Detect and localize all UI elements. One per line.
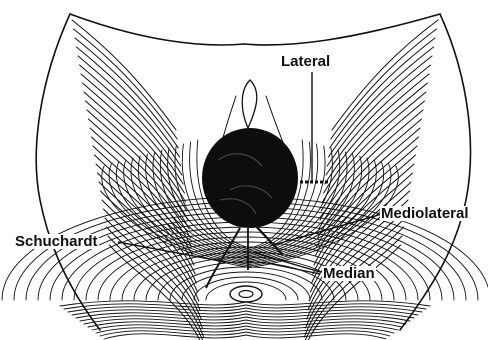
label-lateral: Lateral [280, 54, 331, 69]
anus [230, 286, 262, 302]
clitoral-hood [242, 80, 257, 128]
label-mediolateral: Mediolateral [380, 206, 470, 221]
label-median: Median [322, 266, 376, 281]
fetal-head [202, 128, 298, 228]
label-schuchardt: Schuchardt [14, 234, 99, 249]
